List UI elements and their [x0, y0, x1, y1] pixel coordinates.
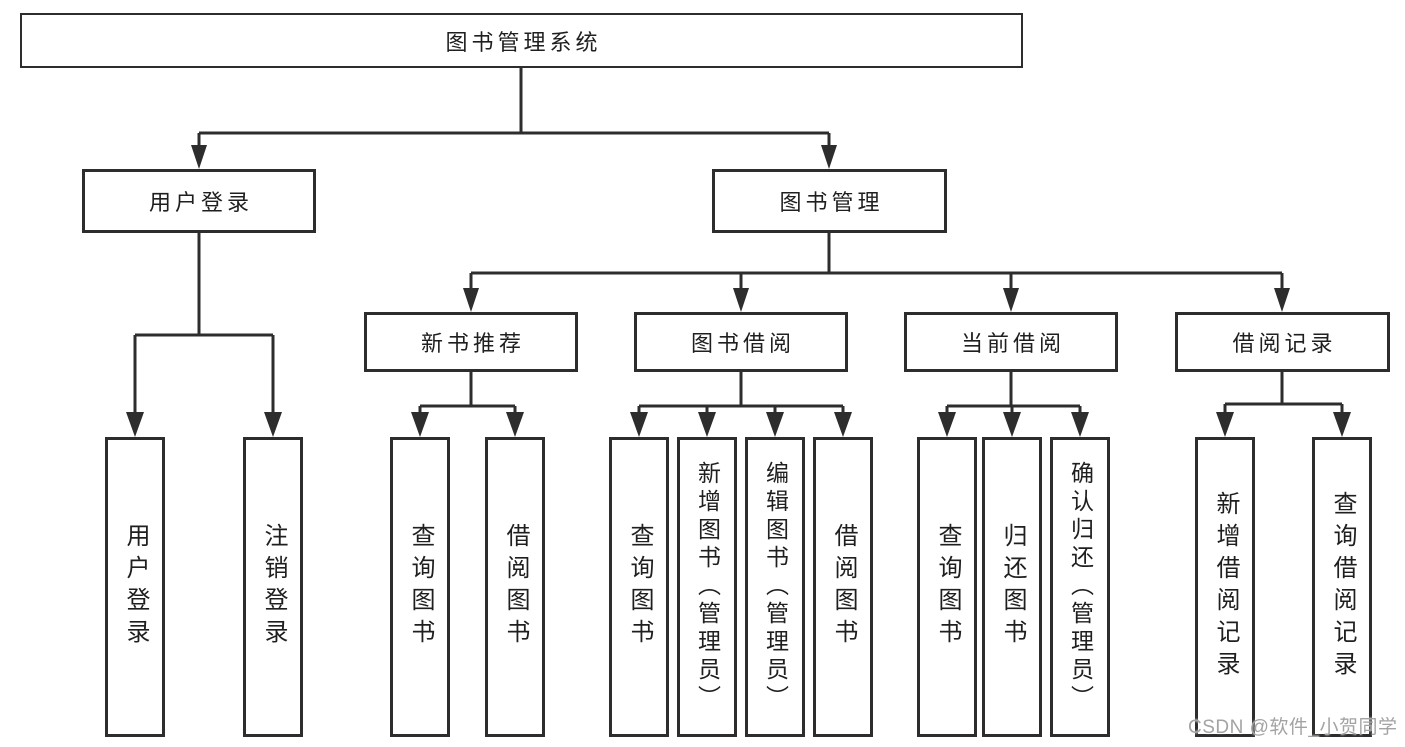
arrowhead [1071, 412, 1089, 437]
arrowhead [1333, 412, 1351, 437]
node-label: 注销登录 [260, 523, 287, 651]
node-logout-leaf: 注销登录 [243, 437, 303, 737]
arrowhead [264, 412, 282, 437]
node-label: 编辑图书（管理员） [762, 461, 789, 713]
node-label: 图书借阅 [690, 331, 795, 356]
node-query-books-recommend: 查询图书 [390, 437, 450, 737]
node-return-books: 归还图书 [982, 437, 1042, 737]
arrowhead [821, 145, 837, 169]
node-book-management: 图书管理 [712, 169, 947, 233]
node-user-login: 用户登录 [82, 169, 316, 233]
node-add-borrow-record: 新增借阅记录 [1195, 437, 1255, 737]
arrowhead [630, 412, 648, 437]
arrowhead [938, 412, 956, 437]
node-current-borrowing: 当前借阅 [904, 312, 1118, 372]
connector-path [133, 68, 1344, 416]
node-label: 查询图书 [934, 523, 961, 651]
node-user-login-leaf: 用户登录 [105, 437, 165, 737]
node-label: 用户登录 [122, 523, 149, 651]
node-label: 新增借阅记录 [1212, 491, 1239, 683]
arrowhead [1003, 412, 1021, 437]
node-label: 查询图书 [626, 523, 653, 651]
arrowhead [1216, 412, 1234, 437]
node-label: 确认归还（管理员） [1067, 461, 1094, 713]
node-label: 图书管理系统 [445, 29, 602, 55]
node-label: 用户登录 [148, 190, 253, 215]
node-borrow-books-recommend: 借阅图书 [485, 437, 545, 737]
node-label: 查询借阅记录 [1329, 491, 1356, 683]
arrowhead [733, 288, 749, 312]
arrowhead [463, 288, 479, 312]
node-new-book-recommend: 新书推荐 [364, 312, 578, 372]
node-label: 新书推荐 [420, 331, 525, 356]
node-confirm-return-admin: 确认归还（管理员） [1050, 437, 1110, 737]
watermark: CSDN @软件_小贺同学 [1188, 717, 1398, 738]
node-borrow-records: 借阅记录 [1175, 312, 1390, 372]
node-label: 借阅图书 [830, 523, 857, 651]
node-query-books-current: 查询图书 [917, 437, 977, 737]
node-add-book-admin: 新增图书（管理员） [677, 437, 737, 737]
node-library-management-system: 图书管理系统 [20, 13, 1023, 68]
arrowhead [698, 412, 716, 437]
arrowhead [506, 412, 524, 437]
arrowhead [191, 145, 207, 169]
arrowhead [834, 412, 852, 437]
node-query-borrow-record: 查询借阅记录 [1312, 437, 1372, 737]
node-label: 借阅记录 [1232, 331, 1337, 356]
node-book-borrowing: 图书借阅 [634, 312, 848, 372]
node-borrow-books-borrowing: 借阅图书 [813, 437, 873, 737]
arrowhead [1003, 288, 1019, 312]
node-label: 借阅图书 [502, 523, 529, 651]
node-query-books-borrowing: 查询图书 [609, 437, 669, 737]
node-label: 图书管理 [779, 190, 884, 215]
arrowhead [126, 412, 144, 437]
node-label: 归还图书 [999, 523, 1026, 651]
node-edit-book-admin: 编辑图书（管理员） [745, 437, 805, 737]
node-label: 当前借阅 [960, 331, 1065, 356]
node-label: 新增图书（管理员） [694, 461, 721, 713]
arrowhead [411, 412, 429, 437]
arrowhead [1274, 288, 1290, 312]
arrowhead [766, 412, 784, 437]
node-label: 查询图书 [407, 523, 434, 651]
